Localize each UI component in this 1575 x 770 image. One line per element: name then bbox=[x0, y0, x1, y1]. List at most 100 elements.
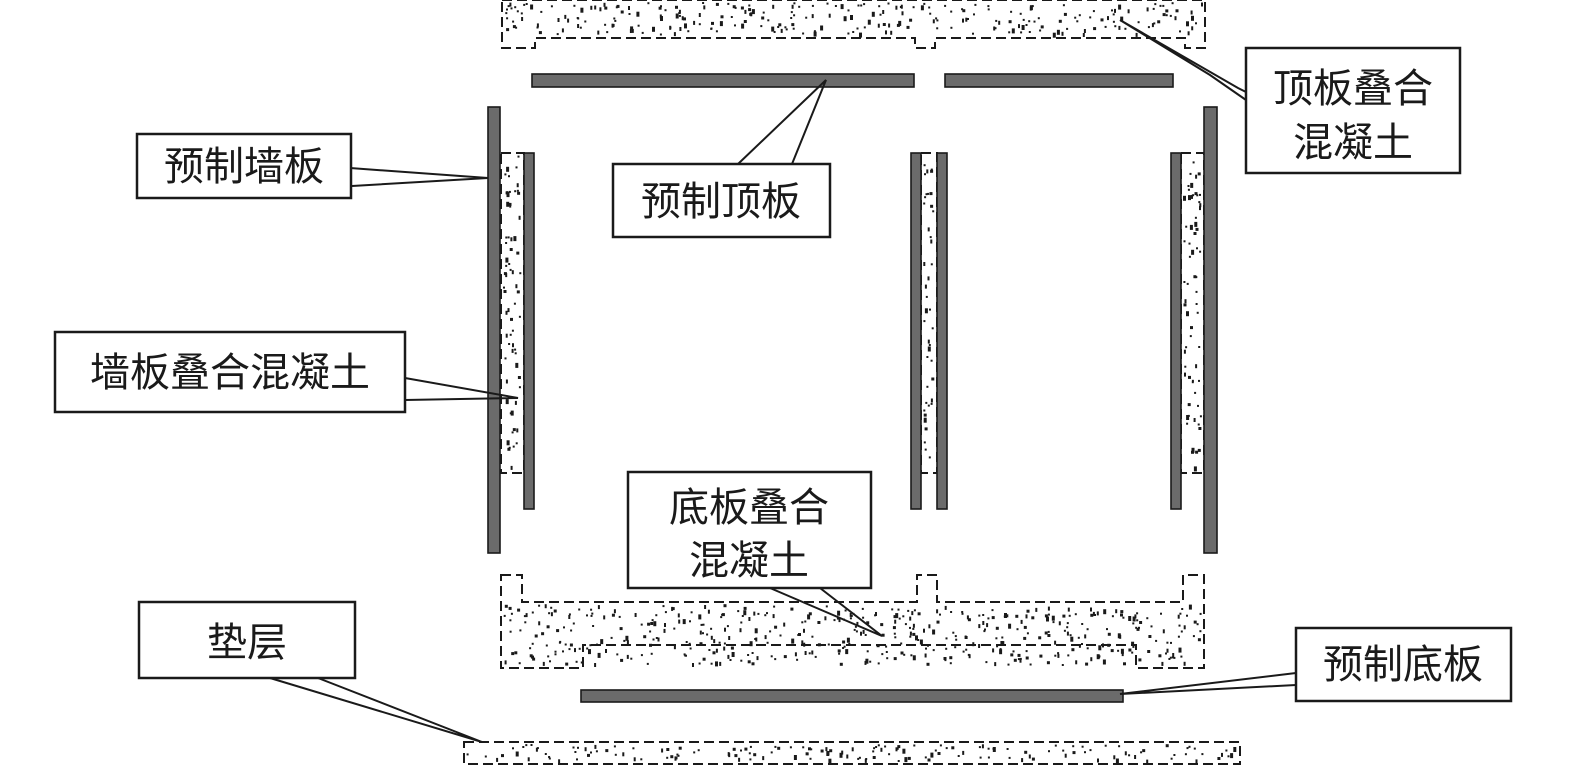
concrete-speckle bbox=[519, 629, 522, 632]
concrete-speckle bbox=[1018, 24, 1020, 29]
concrete-speckle bbox=[865, 758, 868, 760]
concrete-speckle bbox=[802, 746, 805, 749]
concrete-speckle bbox=[808, 612, 812, 616]
concrete-speckle bbox=[881, 633, 885, 637]
concrete-speckle bbox=[936, 27, 939, 30]
concrete-speckle bbox=[626, 654, 629, 659]
concrete-speckle bbox=[1142, 749, 1146, 753]
concrete-speckle bbox=[877, 662, 880, 665]
concrete-speckle bbox=[702, 632, 704, 635]
precast-top-slab-right bbox=[944, 73, 1174, 88]
concrete-speckle bbox=[930, 168, 933, 171]
concrete-speckle bbox=[754, 628, 758, 634]
concrete-speckle bbox=[579, 26, 582, 29]
concrete-speckle bbox=[1201, 2, 1203, 7]
concrete-speckle bbox=[1193, 232, 1197, 235]
concrete-speckle bbox=[1052, 621, 1055, 624]
concrete-speckle bbox=[565, 662, 569, 666]
concrete-speckle bbox=[510, 237, 513, 242]
concrete-speckle bbox=[675, 5, 678, 9]
concrete-speckle bbox=[974, 3, 977, 6]
concrete-speckle bbox=[548, 756, 551, 758]
concrete-speckle bbox=[557, 18, 560, 22]
concrete-speckle bbox=[510, 410, 514, 416]
concrete-speckle bbox=[496, 757, 499, 762]
concrete-speckle bbox=[987, 747, 990, 750]
concrete-speckle bbox=[1187, 31, 1190, 36]
concrete-speckle bbox=[909, 626, 911, 629]
concrete-speckle bbox=[1029, 663, 1032, 666]
concrete-speckle bbox=[1187, 188, 1190, 191]
concrete-speckle bbox=[1019, 12, 1022, 15]
concrete-speckle bbox=[1008, 20, 1012, 24]
concrete-speckle bbox=[636, 11, 640, 17]
concrete-speckle bbox=[516, 183, 519, 188]
concrete-speckle bbox=[995, 19, 998, 22]
concrete-speckle bbox=[863, 26, 866, 29]
concrete-speckle bbox=[676, 753, 679, 756]
concrete-speckle bbox=[841, 750, 844, 755]
concrete-speckle bbox=[1193, 466, 1197, 472]
concrete-speckle bbox=[729, 659, 732, 661]
concrete-speckle bbox=[740, 6, 744, 10]
precast-wall-panel-right-inner bbox=[1170, 152, 1182, 510]
concrete-speckle bbox=[1078, 14, 1081, 17]
concrete-speckle bbox=[1197, 448, 1201, 452]
concrete-speckle bbox=[1195, 290, 1198, 293]
concrete-speckle bbox=[1066, 27, 1069, 30]
concrete-speckle bbox=[673, 32, 676, 37]
concrete-speckle bbox=[501, 754, 504, 758]
concrete-speckle bbox=[964, 635, 967, 638]
concrete-speckle bbox=[885, 651, 888, 653]
label-wall-panel-concrete-text: 墙板叠合混凝土 bbox=[90, 350, 370, 396]
concrete-speckle bbox=[952, 631, 955, 634]
concrete-speckle bbox=[594, 744, 597, 749]
concrete-speckle bbox=[1161, 661, 1164, 666]
concrete-speckle bbox=[866, 650, 869, 653]
concrete-speckle bbox=[778, 23, 782, 27]
concrete-speckle bbox=[512, 445, 515, 448]
concrete-speckle bbox=[523, 3, 526, 6]
concrete-speckle bbox=[572, 622, 575, 625]
concrete-speckle bbox=[1025, 656, 1029, 660]
concrete-speckle bbox=[875, 612, 877, 616]
concrete-speckle bbox=[683, 653, 686, 656]
concrete-speckle bbox=[950, 10, 953, 13]
concrete-speckle bbox=[730, 646, 734, 650]
concrete-speckle bbox=[1184, 365, 1187, 368]
concrete-speckle bbox=[839, 752, 843, 758]
concrete-speckle bbox=[1090, 613, 1094, 617]
concrete-speckle bbox=[578, 608, 581, 611]
concrete-speckle bbox=[1127, 9, 1130, 14]
concrete-speckle bbox=[1191, 194, 1193, 199]
concrete-speckle bbox=[1047, 606, 1050, 611]
concrete-speckle bbox=[544, 753, 547, 755]
concrete-speckle bbox=[1135, 626, 1138, 629]
concrete-speckle bbox=[1054, 640, 1057, 645]
concrete-speckle bbox=[509, 268, 512, 271]
concrete-speckle bbox=[596, 643, 598, 646]
concrete-speckle bbox=[1074, 613, 1077, 616]
concrete-speckle bbox=[930, 263, 933, 266]
concrete-speckle bbox=[706, 633, 709, 636]
concrete-speckle bbox=[554, 653, 557, 656]
concrete-speckle bbox=[727, 752, 730, 757]
concrete-speckle bbox=[1165, 744, 1169, 748]
concrete-speckle bbox=[1090, 657, 1093, 662]
label-precast-bottom-slab: 预制底板 bbox=[1294, 626, 1513, 703]
concrete-speckle bbox=[811, 650, 814, 655]
concrete-speckle bbox=[664, 9, 667, 12]
concrete-speckle bbox=[1001, 636, 1004, 639]
concrete-speckle bbox=[512, 747, 514, 750]
concrete-speckle bbox=[516, 290, 520, 294]
concrete-speckle bbox=[1177, 635, 1180, 638]
concrete-speckle bbox=[1158, 654, 1162, 658]
label-top-slab-concrete: 顶板叠合 混凝土 bbox=[1244, 46, 1462, 175]
concrete-speckle bbox=[1028, 754, 1031, 759]
concrete-speckle bbox=[904, 757, 908, 763]
concrete-speckle bbox=[1056, 29, 1060, 35]
concrete-speckle bbox=[793, 755, 797, 760]
concrete-speckle bbox=[1195, 22, 1197, 25]
concrete-speckle bbox=[902, 615, 905, 618]
concrete-speckle bbox=[1044, 614, 1048, 618]
